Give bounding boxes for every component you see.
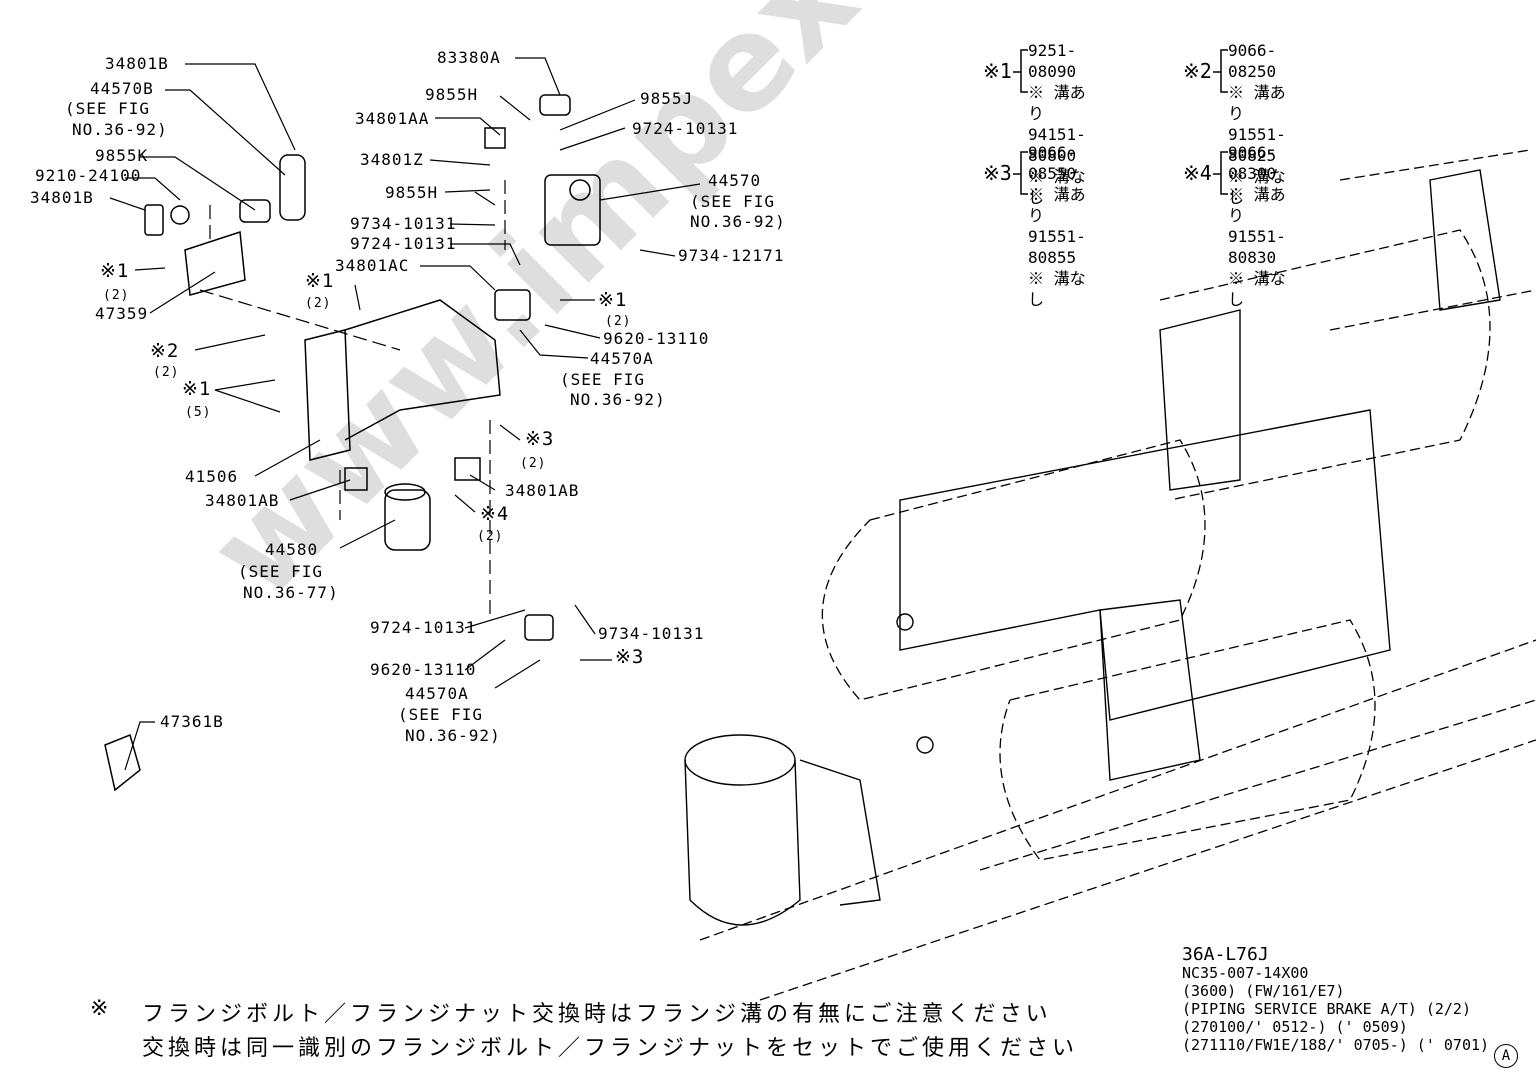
part-label: 9620-13110	[370, 660, 477, 679]
part-label: (5)	[185, 405, 212, 420]
part-label: 9855K	[95, 146, 149, 165]
part-label: (SEE FIG	[65, 99, 151, 118]
figure-number: 36A-L76J	[1182, 944, 1269, 965]
part-label: 34801AC	[335, 256, 410, 275]
leader-lines	[109, 57, 701, 771]
part-label: 9734-12171	[678, 246, 785, 265]
part-label: 9724-10131	[632, 119, 739, 138]
part-label: (2)	[477, 529, 504, 544]
part-label: NO.36-92)	[690, 212, 786, 231]
part-label: 44570	[708, 171, 762, 190]
part-label: 34801Z	[360, 150, 424, 169]
part-number: 94151-80800	[1028, 125, 1086, 165]
part-label: 41506	[185, 467, 239, 486]
part-label: 44580	[265, 540, 319, 559]
part-label: (2)	[153, 365, 180, 380]
part-label: 9855H	[425, 85, 479, 104]
part-label: ※2	[150, 340, 180, 362]
note-mark: ※	[90, 996, 113, 1021]
title-block: 36A-L76J NC35-007-14X00 (3600) (FW/161/E…	[1182, 944, 1490, 1055]
part-label: NO.36-77)	[243, 583, 339, 602]
part-number: 91551-80825	[1228, 125, 1286, 165]
note-line-1: フランジボルト／フランジナット交換時はフランジ溝の有無にご注意ください	[142, 1002, 1052, 1027]
note: ※ 溝あり	[1028, 83, 1086, 123]
part-label: 9734-10131	[598, 624, 705, 643]
note-line-2: 交換時は同一識別のフランジボルト／フランジナットをセットでご使用ください	[142, 1036, 1079, 1061]
part-label: 83380A	[437, 48, 501, 67]
part-label: 47359	[95, 304, 149, 323]
tanks-assembly	[699, 149, 1536, 1001]
part-label: (SEE FIG	[690, 192, 776, 211]
parts-left	[104, 94, 601, 792]
legend-key: ※3	[983, 161, 1012, 185]
part-label: 9855H	[385, 183, 439, 202]
part-label: 34801AB	[505, 481, 580, 500]
part-label: 34801AB	[205, 491, 280, 510]
part-label: (2)	[520, 456, 547, 471]
part-label: 34801AA	[355, 109, 430, 128]
part-label: NO.36-92)	[570, 390, 666, 409]
part-label: 9210-24100	[35, 166, 142, 185]
part-label: ※4	[480, 503, 510, 525]
note: ※ 溝なし	[1228, 269, 1286, 309]
part-label: 34801B	[105, 54, 169, 73]
part-label: (2)	[103, 288, 130, 303]
part-label: ※1	[305, 270, 335, 292]
part-label: (SEE FIG	[238, 562, 324, 581]
part-label: NO.36-92)	[72, 120, 168, 139]
part-number: 9251-08090	[1028, 41, 1077, 81]
part-label: 9855J	[640, 89, 694, 108]
part-label: (SEE FIG	[560, 370, 646, 389]
part-label: 9724-10131	[370, 618, 477, 637]
view-mark: A	[1494, 1044, 1518, 1068]
part-label: ※1	[598, 289, 628, 311]
title-line: NC35-007-14X00	[1182, 964, 1309, 982]
part-label: 44570B	[90, 79, 154, 98]
title-line: (270100/' 0512-) (' 0509)	[1182, 1018, 1408, 1036]
part-label: NO.36-92)	[405, 726, 501, 745]
part-number: 91551-80855	[1028, 227, 1086, 267]
part-label: (2)	[305, 296, 332, 311]
note: ※ 溝なし	[1028, 167, 1086, 207]
part-number: 91551-80830	[1228, 227, 1286, 267]
title-line: (271110/FW1E/188/' 0705-) (' 0701)	[1182, 1036, 1490, 1054]
note: ※ 溝なし	[1028, 269, 1086, 309]
part-number: 9066-08300	[1228, 143, 1277, 183]
note: ※ 溝なし	[1228, 167, 1286, 207]
part-label: 44570A	[405, 684, 469, 703]
part-label: (2)	[605, 314, 632, 329]
legend-key: ※4	[1183, 161, 1212, 185]
part-label: 47361B	[160, 712, 224, 731]
part-label: 9724-10131	[350, 234, 457, 253]
part-label: ※1	[182, 378, 212, 400]
part-label: 34801B	[30, 188, 94, 207]
note: ※ 溝あり	[1228, 185, 1286, 225]
part-label: ※3	[615, 646, 645, 668]
note: ※ 溝あり	[1028, 185, 1086, 225]
part-label: ※3	[525, 428, 555, 450]
legend-key: ※2	[1183, 59, 1212, 83]
title-line: (3600) (FW/161/E7)	[1182, 982, 1345, 1000]
frame-assembly	[684, 169, 1501, 926]
part-number: 9066-08550	[1028, 143, 1077, 183]
title-line: (PIPING SERVICE BRAKE A/T) (2/2)	[1182, 1000, 1471, 1018]
legend-key: ※1	[983, 59, 1012, 83]
part-number: 9066-08250	[1228, 41, 1277, 81]
part-label: (SEE FIG	[398, 705, 484, 724]
part-label: 9620-13110	[603, 329, 710, 348]
part-label: 9734-10131	[350, 214, 457, 233]
dashed-lines	[199, 180, 506, 620]
part-label: ※1	[100, 260, 130, 282]
part-label: 44570A	[590, 349, 654, 368]
note: ※ 溝あり	[1228, 83, 1286, 123]
